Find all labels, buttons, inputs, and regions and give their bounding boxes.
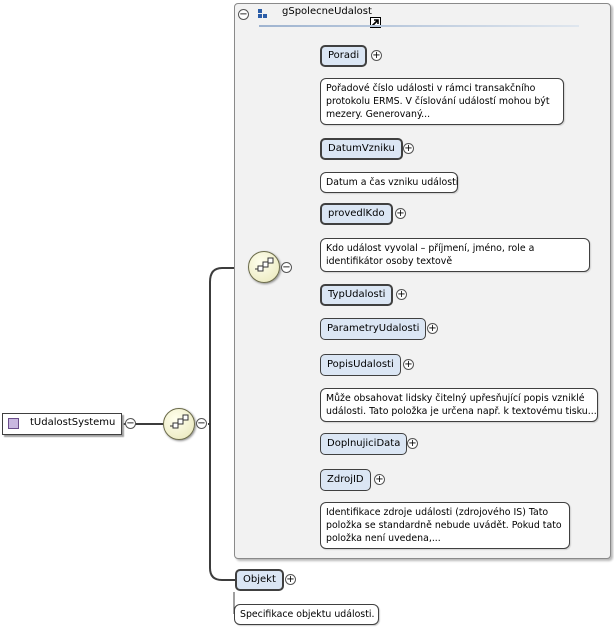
- element-provedlkdo[interactable]: provedlKdo: [320, 203, 393, 225]
- sequence-collapse-icon[interactable]: −: [281, 262, 292, 273]
- sequence-collapse-icon[interactable]: −: [196, 418, 207, 429]
- annotation-objekt: Specifikace objektu události.: [234, 604, 379, 625]
- expand-icon[interactable]: +: [285, 574, 296, 585]
- annotation-datumvzniku: Datum a čas vzniku události: [320, 172, 458, 193]
- complex-type-icon: [8, 418, 19, 429]
- sequence-icon[interactable]: [163, 408, 195, 440]
- group-icon: [258, 9, 270, 21]
- annotation-provedlkdo: Kdo událost vyvolal – příjmení, jméno, r…: [320, 238, 590, 272]
- expand-icon[interactable]: +: [371, 50, 382, 61]
- element-poradi[interactable]: Poradi: [320, 45, 368, 67]
- expand-icon[interactable]: +: [407, 438, 418, 449]
- root-collapse-icon[interactable]: −: [125, 418, 136, 429]
- expand-icon[interactable]: +: [396, 289, 407, 300]
- element-datumvzniku[interactable]: DatumVzniku: [320, 138, 403, 160]
- expand-icon[interactable]: +: [395, 208, 406, 219]
- root-type-label: tUdalostSystemu: [30, 417, 116, 428]
- expand-icon[interactable]: +: [403, 143, 414, 154]
- group-title: gSpolecneUdalost: [282, 6, 372, 17]
- element-doplnujicidata[interactable]: DoplnujiciData: [320, 433, 408, 455]
- expand-icon[interactable]: +: [427, 323, 438, 334]
- annotation-zdrojid: Identifikace zdroje události (zdrojového…: [320, 502, 570, 549]
- element-objekt[interactable]: Objekt: [235, 569, 284, 591]
- root-type-box[interactable]: [2, 413, 122, 435]
- expand-icon[interactable]: +: [403, 359, 414, 370]
- group-title-underline: [259, 25, 579, 27]
- expand-icon[interactable]: +: [374, 474, 385, 485]
- element-parametryudalosti[interactable]: ParametryUdalosti: [320, 318, 427, 340]
- group-collapse-icon[interactable]: −: [238, 9, 249, 20]
- annotation-poradi: Pořadové číslo události v rámci transakč…: [320, 78, 564, 125]
- element-typudalosti[interactable]: TypUdalosti: [320, 284, 394, 306]
- element-zdrojid[interactable]: ZdrojID: [320, 469, 371, 491]
- annotation-popisudalosti: Může obsahovat lidsky čitelný upřesňujíc…: [320, 388, 598, 422]
- element-popisudalosti[interactable]: PopisUdalosti: [320, 354, 401, 376]
- sequence-icon[interactable]: [248, 251, 280, 283]
